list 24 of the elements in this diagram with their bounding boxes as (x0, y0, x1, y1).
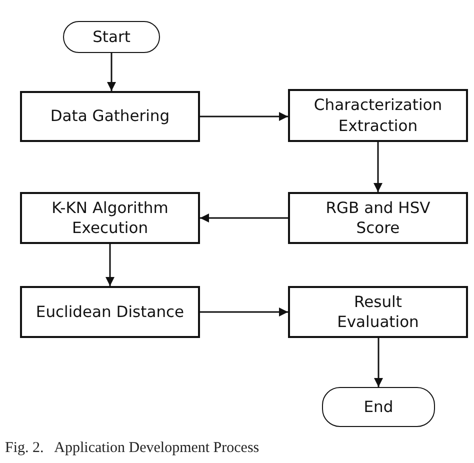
process-box (288, 192, 468, 244)
node-label: End (362, 396, 394, 418)
process-box (20, 286, 200, 338)
process-box (288, 89, 468, 142)
node-label: Result Evaluation (336, 292, 420, 332)
node-label: Start (92, 26, 132, 48)
node-label: Characterization Extraction (312, 95, 444, 136)
arrow (106, 244, 114, 286)
arrow (107, 53, 116, 91)
process-box (20, 192, 200, 244)
arrow (374, 338, 383, 387)
terminal-box (322, 387, 435, 427)
terminal-box (63, 21, 160, 53)
arrow (374, 142, 382, 192)
node-label: Euclidean Distance (34, 302, 186, 322)
process-box (20, 91, 200, 142)
node-label: Data Gathering (49, 106, 171, 127)
arrow (200, 214, 288, 222)
arrow (200, 112, 288, 121)
node-label: K-KN Algorithm Execution (50, 198, 170, 238)
figure-caption: Fig. 2. Application Development Process (5, 440, 260, 457)
process-box (288, 286, 468, 338)
node-label: RGB and HSV Score (324, 198, 432, 238)
arrow (200, 308, 288, 316)
